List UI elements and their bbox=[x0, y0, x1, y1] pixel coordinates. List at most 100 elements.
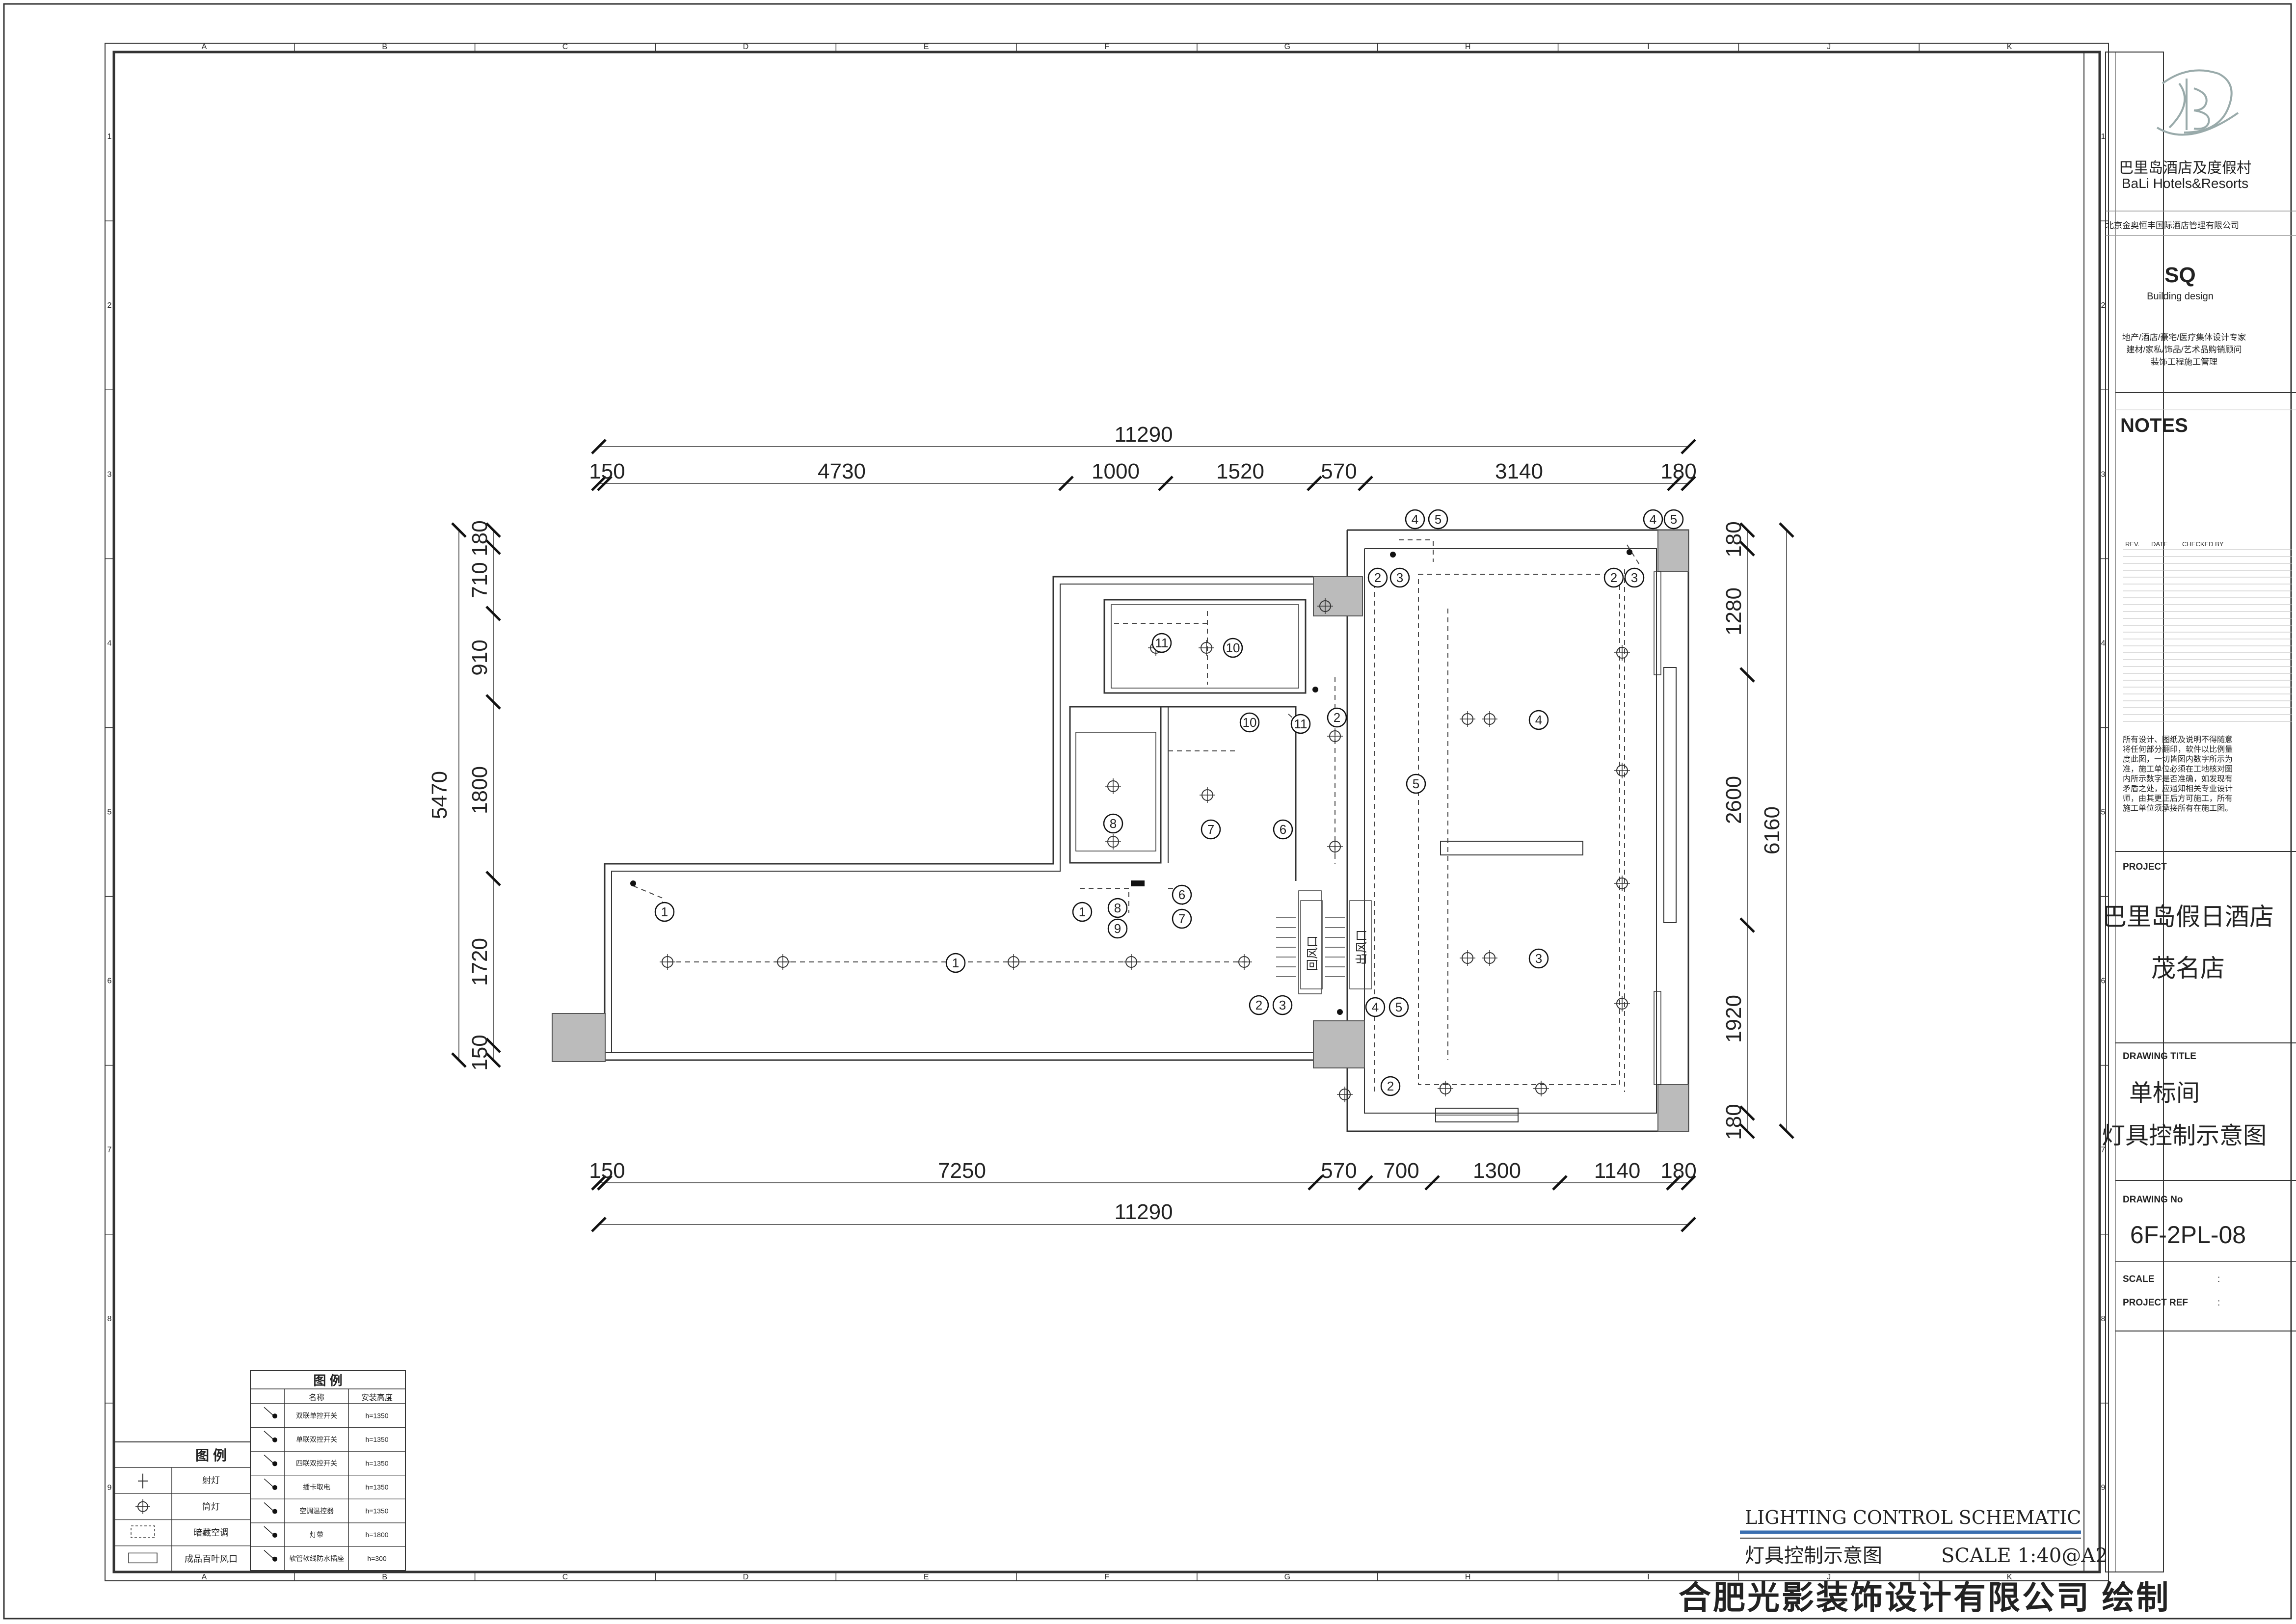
callout-bubble bbox=[1406, 773, 1426, 794]
dim-label: 3140 bbox=[1495, 459, 1543, 483]
note-line: 所有设计、图纸及说明不得随意 bbox=[2123, 735, 2233, 744]
callout-number: 2 bbox=[1334, 710, 1340, 725]
drawing-label-cn: 灯具控制示意图 bbox=[1745, 1544, 1882, 1567]
callout-bubble bbox=[1249, 995, 1269, 1015]
dim-tick bbox=[597, 476, 613, 491]
dim-label: 180 bbox=[1660, 459, 1696, 483]
callout-bubble bbox=[1327, 707, 1347, 728]
grid-col-bottom: G bbox=[1284, 1573, 1290, 1581]
grid-col-top: E bbox=[924, 43, 929, 51]
dim-label: 1140 bbox=[1594, 1159, 1641, 1183]
grid-col-top: H bbox=[1465, 43, 1471, 51]
switch-icon-stem bbox=[264, 1454, 273, 1463]
dim-label: 570 bbox=[1321, 459, 1357, 483]
grid-col-top: G bbox=[1284, 43, 1290, 51]
callout-number: 3 bbox=[1396, 570, 1403, 585]
legend-row-height: h=1350 bbox=[365, 1507, 388, 1515]
callout-bubble bbox=[1172, 908, 1192, 929]
dim-tick bbox=[591, 439, 607, 454]
project-branch: 茂名店 bbox=[2151, 955, 2225, 982]
dim-tick bbox=[1358, 1175, 1373, 1191]
downlight-crosshair bbox=[1200, 787, 1215, 803]
dim-label: 180 bbox=[1660, 1159, 1696, 1183]
downlight-crosshair bbox=[1614, 996, 1630, 1012]
downlight-crosshair bbox=[1614, 645, 1630, 661]
structural-columns bbox=[552, 530, 1689, 1132]
dim-label: 1520 bbox=[1216, 459, 1264, 483]
downlight-crosshair bbox=[1006, 954, 1021, 970]
callout-number: 6 bbox=[1280, 822, 1286, 837]
callout-number: 9 bbox=[1114, 921, 1121, 936]
legend-main-header-name: 名称 bbox=[309, 1393, 324, 1402]
callout-number: 1 bbox=[661, 905, 668, 919]
dim-label: 150 bbox=[468, 1035, 492, 1070]
scale-colon: : bbox=[2217, 1274, 2220, 1284]
callout-number: 5 bbox=[1395, 1000, 1402, 1014]
callout-number: 7 bbox=[1207, 822, 1214, 837]
callout-bubble bbox=[1201, 819, 1221, 840]
grid-col-top: B bbox=[382, 43, 387, 51]
legend-row-height: h=1350 bbox=[365, 1459, 388, 1467]
grid-row-left: 5 bbox=[107, 808, 112, 817]
grid-row-right: 4 bbox=[2101, 639, 2106, 647]
callout-number: 2 bbox=[1374, 570, 1381, 585]
grid-row-right: 8 bbox=[2101, 1315, 2106, 1323]
design-line-2: 建材/家私/饰品/艺术品购销顾问 bbox=[2126, 345, 2242, 354]
sq-logo: SQ bbox=[2164, 263, 2196, 287]
dim-tick bbox=[1058, 476, 1074, 491]
lamp-symbols bbox=[660, 598, 1630, 1102]
grid-row-left: 4 bbox=[107, 639, 112, 647]
dim-label: 1920 bbox=[1722, 995, 1746, 1043]
dim-tick bbox=[485, 606, 501, 621]
callout-bubble bbox=[945, 953, 966, 973]
dim-label: 910 bbox=[468, 639, 492, 675]
spotlight-icon bbox=[138, 1473, 148, 1489]
grid-row-left: 6 bbox=[107, 977, 112, 985]
management-company: 北京金奥恒丰国际酒店管理有限公司 bbox=[2106, 221, 2239, 230]
dim-label: 1000 bbox=[1092, 459, 1140, 483]
downlight-crosshair bbox=[1533, 1081, 1549, 1096]
legend-row-name: 双联单控开关 bbox=[296, 1411, 337, 1419]
downlight-crosshair bbox=[1123, 954, 1139, 970]
callout-number: 4 bbox=[1372, 1000, 1379, 1014]
callout-bubble bbox=[1603, 567, 1624, 588]
callout-bubble bbox=[1273, 819, 1293, 840]
downlight-crosshair bbox=[1337, 1087, 1353, 1102]
dim-label: 180 bbox=[468, 520, 492, 556]
vents bbox=[1276, 900, 1372, 989]
scale-label: SCALE bbox=[2123, 1274, 2154, 1284]
legend-small-label: 筒灯 bbox=[202, 1502, 220, 1512]
dim-tick bbox=[591, 1217, 607, 1232]
grid-col-bottom: K bbox=[2007, 1573, 2012, 1581]
dim-tick bbox=[1739, 917, 1755, 933]
dim-tick bbox=[1779, 522, 1794, 538]
dim-tick bbox=[1307, 476, 1322, 491]
dim-label: 4730 bbox=[818, 459, 866, 483]
dim-tick bbox=[1739, 522, 1755, 538]
callout-bubble bbox=[1663, 509, 1684, 530]
dim-label: 11290 bbox=[1114, 423, 1173, 447]
grid-row-left: 2 bbox=[107, 301, 112, 310]
callout-number: 10 bbox=[1243, 715, 1257, 730]
downlight-crosshair bbox=[1199, 640, 1214, 656]
callout-bubble bbox=[1528, 948, 1549, 969]
grid-col-bottom: D bbox=[743, 1573, 749, 1581]
callout-bubble bbox=[1290, 714, 1311, 734]
downlight-crosshair bbox=[1236, 954, 1252, 970]
lighting-circuit-lines bbox=[633, 539, 1640, 1092]
legend-small-title: 图 例 bbox=[195, 1448, 227, 1463]
callout-number: 2 bbox=[1255, 998, 1262, 1012]
grid-col-top: C bbox=[562, 43, 568, 51]
grid-col-top: K bbox=[2007, 43, 2012, 51]
dim-label: 150 bbox=[589, 459, 625, 483]
notes-label: NOTES bbox=[2120, 415, 2188, 436]
date-header: DATE bbox=[2151, 540, 2168, 548]
project-ref-label: PROJECT REF bbox=[2123, 1298, 2188, 1308]
callout-number: 1 bbox=[1079, 905, 1086, 919]
callout-number: 8 bbox=[1110, 816, 1117, 831]
grid-row-left: 7 bbox=[107, 1146, 112, 1154]
legend-row-name: 灯带 bbox=[310, 1531, 323, 1539]
dim-label: 180 bbox=[1722, 1104, 1746, 1140]
dim-tick bbox=[1739, 1123, 1755, 1139]
